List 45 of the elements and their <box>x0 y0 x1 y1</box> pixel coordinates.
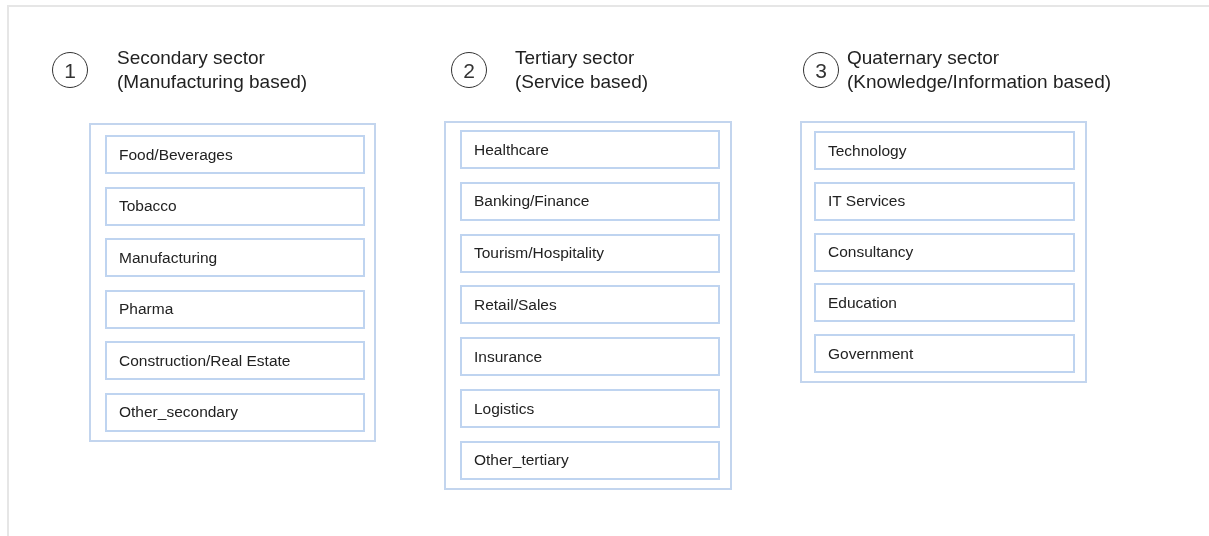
category-box <box>105 341 365 380</box>
category-box <box>105 186 365 226</box>
category-box <box>105 289 365 329</box>
group-box <box>444 121 732 490</box>
category-label: Education <box>828 293 897 312</box>
category-box <box>460 389 720 428</box>
category-label: Tourism/Hospitality <box>474 244 605 263</box>
category-box <box>460 233 720 273</box>
sector-heading: Quaternary sector (Knowledge/Information based) <box>847 46 1113 94</box>
category-label: Healthcare <box>474 140 549 159</box>
category-label: Other_tertiary <box>474 451 569 470</box>
step-number: 1 <box>64 59 76 81</box>
category-label: Banking/Finance <box>474 192 590 211</box>
category-box <box>460 440 720 480</box>
category-label: Government <box>828 344 914 363</box>
category-box <box>814 283 1075 323</box>
category-label: Other_secondary <box>119 403 238 421</box>
category-box <box>105 392 365 432</box>
category-box <box>105 238 365 277</box>
sector-heading: Tertiary sector (Service based) <box>515 46 650 94</box>
step-number: 3 <box>815 59 827 81</box>
category-box <box>460 181 720 221</box>
sector-heading: Secondary sector (Manufacturing based) <box>117 46 309 94</box>
category-label: Manufacturing <box>119 248 218 267</box>
group-box <box>800 121 1087 384</box>
category-box <box>814 181 1075 221</box>
category-box <box>814 131 1075 170</box>
step-number: 2 <box>463 59 475 81</box>
category-box <box>105 135 365 174</box>
category-box <box>814 232 1075 272</box>
category-label: Tobacco <box>119 197 177 215</box>
category-label: Food/Beverages <box>119 145 233 164</box>
category-box <box>460 337 720 377</box>
category-label: Insurance <box>474 347 543 366</box>
category-label: Pharma <box>119 300 174 318</box>
category-box <box>814 334 1075 374</box>
category-label: IT Services <box>828 192 906 211</box>
category-label: Consultancy <box>828 243 914 262</box>
category-box <box>460 130 720 169</box>
category-box <box>460 285 720 325</box>
category-label: Logistics <box>474 399 535 418</box>
category-label: Retail/Sales <box>474 295 557 314</box>
category-label: Technology <box>828 141 907 160</box>
category-label: Construction/Real Estate <box>119 351 291 370</box>
group-box <box>89 123 376 442</box>
